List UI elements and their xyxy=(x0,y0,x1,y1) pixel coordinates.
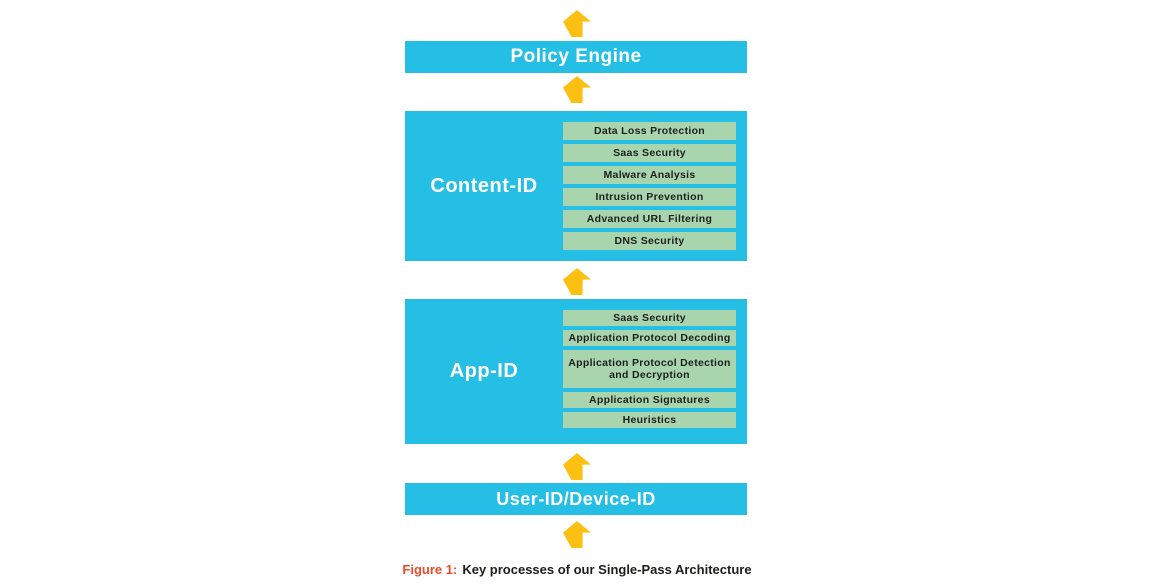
content-id-item: DNS Security xyxy=(563,232,736,250)
content-id-items: Data Loss Protection Saas Security Malwa… xyxy=(563,122,736,250)
content-id-item: Advanced URL Filtering xyxy=(563,210,736,228)
figure-caption-prefix: Figure 1: xyxy=(402,562,458,577)
app-id-item: Application Protocol Detection and Decry… xyxy=(563,350,736,388)
app-id-item: Saas Security xyxy=(563,310,736,326)
content-id-layer: Content-ID Data Loss Protection Saas Sec… xyxy=(405,111,747,261)
app-id-item: Heuristics xyxy=(563,412,736,428)
user-id-device-id-bar: User-ID/Device-ID xyxy=(405,483,747,515)
content-id-item: Intrusion Prevention xyxy=(563,188,736,206)
policy-engine-label: Policy Engine xyxy=(510,46,642,67)
content-id-label: Content-ID xyxy=(430,174,538,197)
figure-caption: Figure 1: Key processes of our Single-Pa… xyxy=(377,562,777,577)
app-id-label: App-ID xyxy=(449,360,519,382)
content-id-item: Saas Security xyxy=(563,144,736,162)
content-id-item: Data Loss Protection xyxy=(563,122,736,140)
app-id-layer: App-ID Saas Security Application Protoco… xyxy=(405,299,747,444)
app-id-item: Application Protocol Decoding xyxy=(563,330,736,346)
up-arrow-icon xyxy=(563,76,591,103)
up-arrow-icon xyxy=(563,453,591,480)
app-id-items: Saas Security Application Protocol Decod… xyxy=(563,310,736,428)
app-id-item: Application Signatures xyxy=(563,392,736,408)
figure-caption-text: Key processes of our Single-Pass Archite… xyxy=(462,562,752,577)
up-arrow-icon xyxy=(563,521,591,548)
up-arrow-icon xyxy=(563,10,591,37)
up-arrow-icon xyxy=(563,268,591,295)
user-id-device-id-label: User-ID/Device-ID xyxy=(496,488,656,509)
policy-engine-bar: Policy Engine xyxy=(405,41,747,73)
content-id-item: Malware Analysis xyxy=(563,166,736,184)
